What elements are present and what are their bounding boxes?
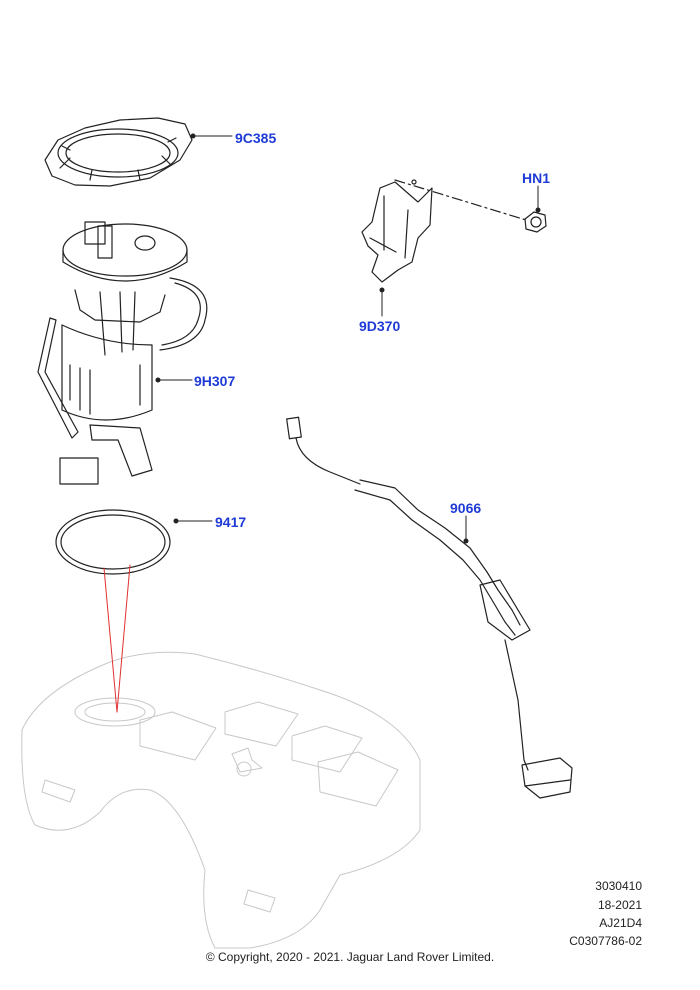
ref-date: 18-2021	[597, 898, 642, 912]
ref-number: 3030410	[595, 879, 642, 893]
leader-lines	[157, 135, 539, 542]
copyright-notice: © Copyright, 2020 - 2021. Jaguar Land Ro…	[205, 950, 495, 964]
seal-part	[55, 509, 171, 575]
fuel-tank-part	[21, 651, 421, 949]
callout-9d370: 9D370	[359, 318, 401, 334]
ref-model: AJ21D4	[599, 916, 642, 930]
alignment-guide-lines	[103, 564, 131, 713]
fuel-sender-part	[286, 416, 573, 799]
callout-9c385: 9C385	[235, 130, 277, 146]
fuel-pump-part	[37, 221, 208, 485]
callout-9417: 9417	[215, 514, 247, 530]
nut-part	[524, 211, 547, 233]
callout-9066: 9066	[450, 500, 482, 516]
bolt-axis-line	[394, 179, 527, 221]
leader-dots	[155, 133, 541, 544]
callout-9h307: 9H307	[194, 373, 236, 389]
callout-hn1: HN1	[522, 170, 551, 186]
lock-ring-part	[44, 117, 193, 187]
bracket-part	[361, 179, 433, 283]
ref-illustration-id: C0307786-02	[569, 934, 642, 948]
